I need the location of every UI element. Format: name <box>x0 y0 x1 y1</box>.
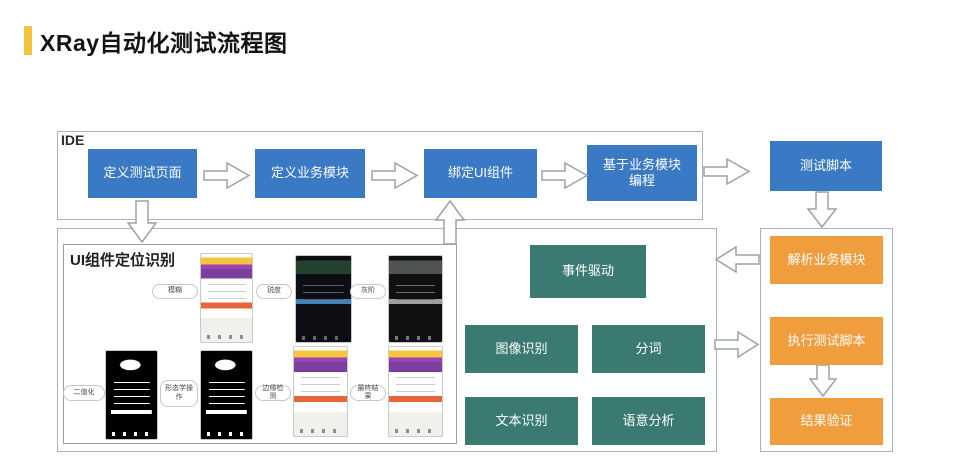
stage-chevron-morphology: 形态学操作 <box>160 380 198 407</box>
page-title: XRay自动化测试流程图 <box>40 30 288 56</box>
phone-screenshot-sharpened <box>295 255 352 343</box>
stage-chevron-blur: 模糊 <box>152 284 198 299</box>
image-recognition-box: 图像识别 <box>465 325 578 373</box>
arrow-right-icon <box>371 161 419 190</box>
arrow-right-icon <box>203 161 251 190</box>
step-box-program-by-module: 基于业务模块编程 <box>587 145 697 201</box>
stage-chevron-edge-detect: 边缘检测 <box>255 385 291 401</box>
phone-screenshot-grayscale <box>388 255 443 343</box>
step-box-program-by-module-label: 基于业务模块编程 <box>602 156 681 188</box>
stage-chevron-grayscale: 灰阶 <box>350 284 386 299</box>
execute-script-box: 执行测试脚本 <box>770 317 883 365</box>
phone-screenshot-edge-detected <box>293 346 348 437</box>
step-box-bind-ui-component: 绑定UI组件 <box>424 149 537 198</box>
phone-screenshot-original <box>200 253 253 343</box>
arrow-down-icon <box>808 364 838 398</box>
arrow-right-icon <box>703 157 751 186</box>
semantic-analysis-box: 语意分析 <box>592 397 705 445</box>
stage-chevron-final-result: 最终结果 <box>350 385 386 401</box>
parse-module-box: 解析业务模块 <box>770 236 883 284</box>
stage-chevron-sharpen: 锐度 <box>256 284 292 299</box>
phone-screenshot-final-result <box>388 346 443 437</box>
verify-result-box: 结果验证 <box>770 398 883 445</box>
step-box-define-test-page: 定义测试页面 <box>88 149 197 198</box>
arrow-down-icon <box>806 191 838 229</box>
arrow-right-icon <box>541 161 589 190</box>
ide-label: IDE <box>61 132 85 148</box>
ui-locator-title: UI组件定位识别 <box>70 252 176 269</box>
test-script-box: 测试脚本 <box>770 141 882 191</box>
phone-screenshot-binarized <box>105 350 158 440</box>
arrow-left-icon <box>714 245 760 274</box>
event-driven-box: 事件驱动 <box>530 245 646 298</box>
word-segmentation-box: 分词 <box>592 325 705 373</box>
step-box-define-business-module: 定义业务模块 <box>255 149 365 198</box>
phone-screenshot-morphology <box>200 350 253 440</box>
text-recognition-box: 文本识别 <box>465 397 578 445</box>
arrow-right-icon <box>714 330 760 359</box>
title-accent-bar <box>24 26 32 55</box>
arrow-down-icon <box>126 200 158 244</box>
arrow-up-icon <box>434 199 466 245</box>
stage-chevron-binarize: 二值化 <box>63 385 105 401</box>
